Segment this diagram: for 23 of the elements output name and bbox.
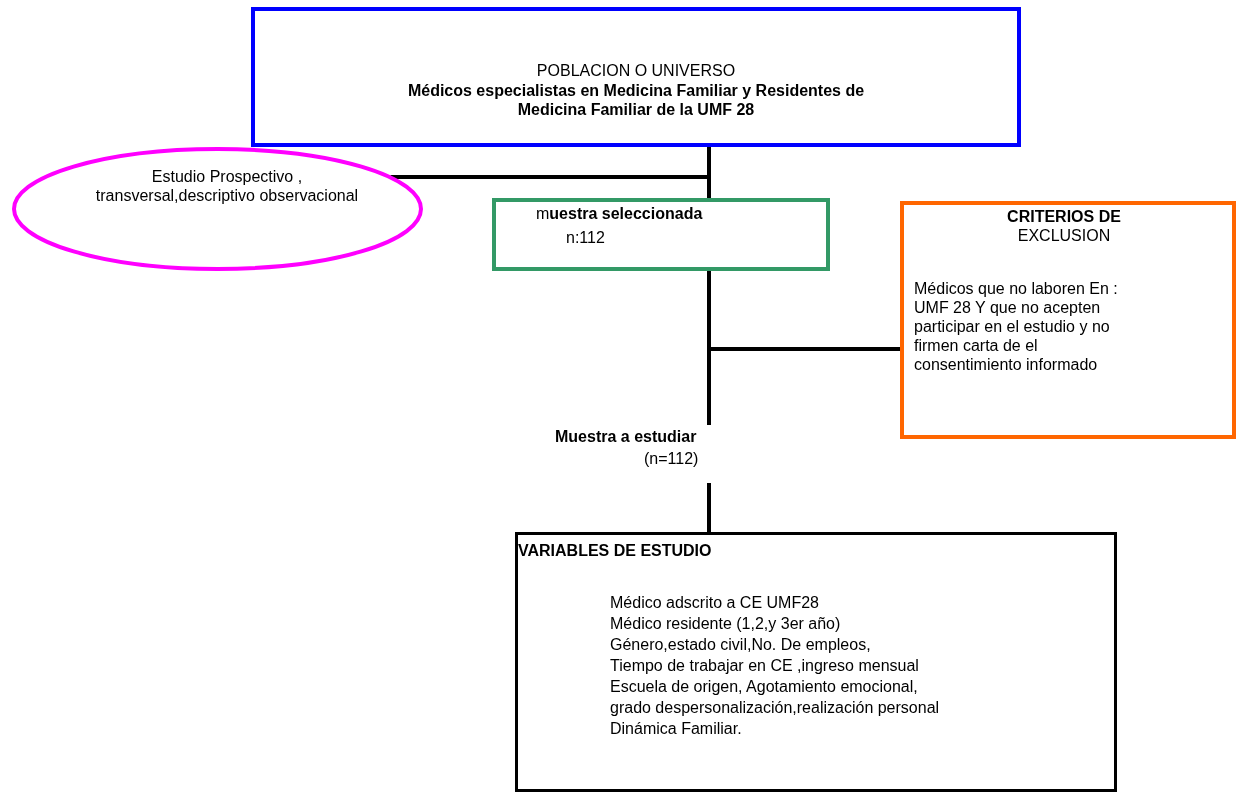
box-heading: VARIABLES DE ESTUDIO xyxy=(518,541,712,560)
sample-box xyxy=(492,198,830,271)
variable-item: Escuela de origen, Agotamiento emocional, xyxy=(610,677,918,696)
box-heading: POBLACION O UNIVERSO xyxy=(535,61,737,80)
variable-item: Tiempo de trabajar en CE ,ingreso mensual xyxy=(610,656,919,675)
variable-item: Médico adscrito a CE UMF28 xyxy=(610,593,819,612)
sample-heading: Muestra a estudiar xyxy=(555,427,697,446)
sample-size: n:112 xyxy=(566,228,605,247)
exclusion-criteria-text: Médicos que no laboren En : UMF 28 Y que no acepten participar en el estudio y no firmen carta de el consentimiento informado xyxy=(914,279,1119,374)
population-box xyxy=(251,7,1021,147)
variable-item: Médico residente (1,2,y 3er año) xyxy=(610,614,841,633)
variable-item: Género,estado civil,No. De empleos, xyxy=(610,635,871,654)
variables-box xyxy=(515,532,1117,792)
population-description: Médicos especialistas en Medicina Familiar y Residentes de Medicina Familiar de la UMF 28 xyxy=(406,81,866,119)
sample-size: (n=112) xyxy=(644,449,699,468)
box-heading: muestra seleccionada xyxy=(536,204,703,223)
exclusion-criteria-box xyxy=(900,201,1236,439)
variable-item: grado despersonalización,realización personal xyxy=(610,698,940,717)
connector-line xyxy=(707,483,711,532)
connector-line xyxy=(707,147,711,198)
box-heading: CRITERIOS DE EXCLUSION xyxy=(1006,207,1122,245)
study-type-text: Estudio Prospectivo , transversal,descriptivo observacional xyxy=(94,167,360,205)
variable-item: Dinámica Familiar. xyxy=(610,719,742,738)
